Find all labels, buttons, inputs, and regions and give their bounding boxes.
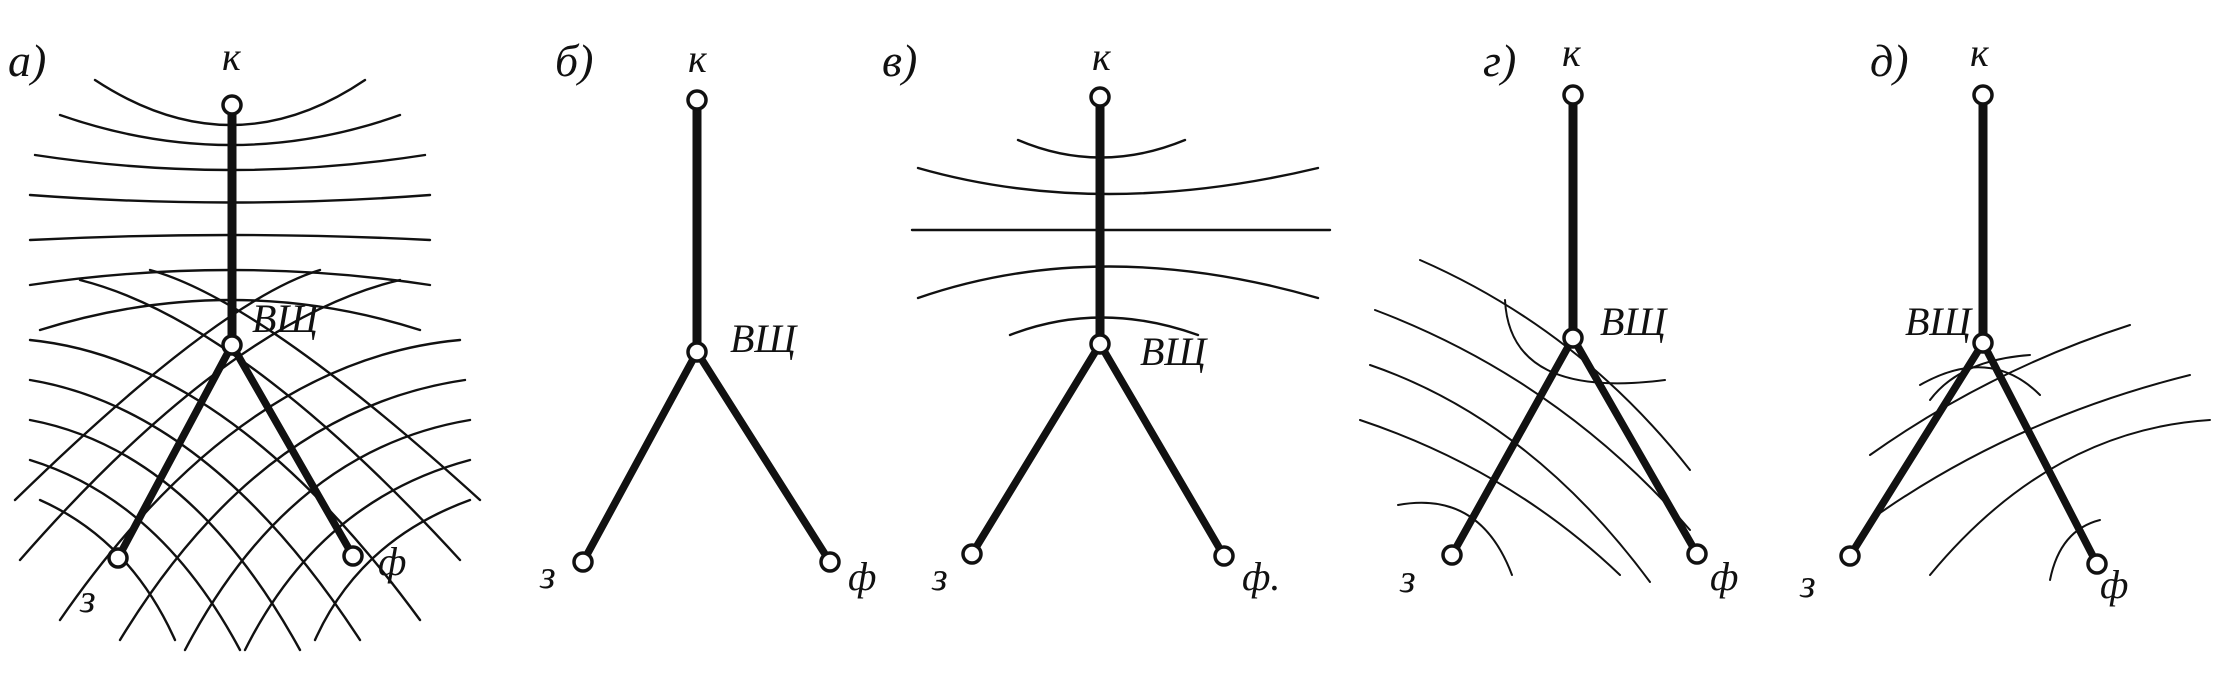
label-f: ф bbox=[378, 539, 406, 584]
electrode-wires bbox=[1846, 90, 2101, 568]
electrode-f bbox=[2086, 553, 2108, 575]
label-k: к bbox=[1970, 30, 1989, 75]
label-junction: ВЩ bbox=[1600, 299, 1668, 344]
panel-letter: a) bbox=[8, 35, 46, 86]
panel-letter: д) bbox=[1870, 35, 1909, 86]
panel-letter: б) bbox=[555, 35, 593, 86]
label-junction: ВЩ bbox=[1905, 299, 1973, 344]
electrode-wires bbox=[1448, 90, 1701, 559]
electrode-wires bbox=[968, 92, 1228, 560]
field-lines-diagonal bbox=[1359, 259, 1691, 583]
junction-node bbox=[221, 334, 243, 356]
electrode-k bbox=[1972, 84, 1994, 106]
label-junction: ВЩ bbox=[252, 296, 320, 341]
electrode-f bbox=[1686, 543, 1708, 565]
label-z: з bbox=[1399, 556, 1416, 601]
electrode-wires bbox=[579, 95, 834, 566]
label-z: з bbox=[1799, 561, 1816, 606]
electrode-z bbox=[107, 547, 129, 569]
electrode-z bbox=[961, 543, 983, 565]
panel-letter: г) bbox=[1483, 35, 1516, 86]
label-z: з bbox=[79, 576, 96, 621]
label-junction: ВЩ bbox=[730, 316, 798, 361]
electrode-z bbox=[1441, 544, 1463, 566]
label-k: к bbox=[688, 36, 707, 81]
panel-a: a) к ВЩ з ф bbox=[8, 34, 482, 652]
label-f: ф bbox=[848, 554, 876, 599]
electrode-k bbox=[686, 89, 708, 111]
electrode-k bbox=[221, 94, 243, 116]
electrode-f bbox=[342, 545, 364, 567]
label-f: ф bbox=[2100, 562, 2128, 607]
label-k: к bbox=[222, 34, 241, 79]
electrode-f bbox=[1213, 545, 1235, 567]
junction-node bbox=[686, 341, 708, 363]
label-z: з bbox=[931, 554, 948, 599]
field-lines-horizontal bbox=[910, 138, 1332, 337]
panel-d: д) к ВЩ з ф bbox=[1799, 30, 2211, 607]
junction-node bbox=[1972, 332, 1994, 354]
field-lines-diagonal bbox=[1869, 324, 2211, 581]
electrode-z bbox=[1839, 545, 1861, 567]
electrode-f bbox=[819, 551, 841, 573]
field-lines-left-family bbox=[28, 268, 482, 652]
junction-node bbox=[1089, 333, 1111, 355]
electrode-wires bbox=[114, 100, 357, 562]
panel-g: г) к ВЩ з ф bbox=[1359, 30, 1738, 601]
electrode-k bbox=[1089, 86, 1111, 108]
label-junction: ВЩ bbox=[1140, 329, 1208, 374]
panel-b: б) к ВЩ з ф bbox=[539, 35, 876, 599]
panel-letter: в) bbox=[882, 35, 917, 86]
electrode-k bbox=[1562, 84, 1584, 106]
label-f: ф bbox=[1710, 554, 1738, 599]
label-k: к bbox=[1562, 30, 1581, 75]
label-k: к bbox=[1092, 34, 1111, 79]
label-z: з bbox=[539, 552, 556, 597]
junction-node bbox=[1562, 327, 1584, 349]
electrode-z bbox=[572, 551, 594, 573]
panel-v: в) к ВЩ з ф. bbox=[882, 34, 1332, 599]
label-f: ф. bbox=[1242, 554, 1280, 599]
